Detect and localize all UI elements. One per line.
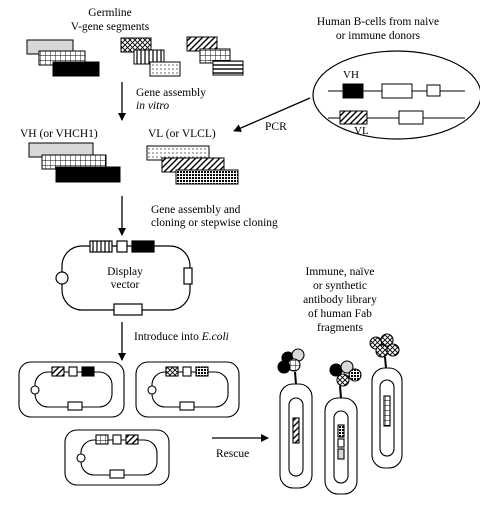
phage-particle-1	[277, 348, 313, 489]
pcr-label: PCR	[265, 121, 287, 133]
germline-segments-middle	[120, 37, 181, 77]
vl-gene-block	[339, 110, 368, 125]
germline-segments-right	[186, 36, 244, 76]
introduce-label: Introduce into E.coli	[134, 331, 229, 343]
germline-label-1: Germline	[88, 7, 131, 19]
library-label-5: fragments	[317, 322, 364, 334]
phage-particle-3	[369, 333, 403, 469]
library-label-4: of human Fab	[308, 308, 372, 320]
assembly-label-2: in vitro	[136, 100, 169, 112]
assembly-label-1: Gene assembly	[136, 87, 206, 99]
phage-particle-2	[324, 360, 362, 495]
vl-cell-label: VL	[354, 125, 369, 137]
library-label-1: Immune, naïve	[306, 266, 375, 278]
ecoli-cell-1	[18, 361, 125, 418]
vh-gene-block	[342, 83, 364, 99]
rescue-label: Rescue	[216, 448, 249, 460]
vl-heading: VL (or VLCL)	[148, 128, 216, 140]
vector-label-1: Display	[107, 266, 143, 278]
ecoli-cell-2	[135, 361, 240, 418]
display-vector	[55, 240, 193, 316]
ecoli-cell-3	[64, 429, 170, 486]
germline-segments-left	[26, 39, 100, 77]
library-label-2: or synthetic	[313, 280, 367, 292]
cloning-label-2: cloning or stepwise cloning	[151, 217, 278, 229]
human-bcells-label-2: or immune donors	[336, 30, 421, 42]
introduce-species: E.coli	[201, 331, 229, 343]
vh-cell-label: VH	[343, 69, 359, 81]
pcr-arrow	[233, 97, 311, 132]
bcell-ellipse	[312, 50, 480, 140]
vector-label-2: vector	[111, 279, 140, 291]
introduce-prefix: Introduce into	[134, 331, 202, 343]
cloning-label-1: Gene assembly and	[151, 204, 241, 216]
human-bcells-label-1: Human B-cells from naive	[317, 16, 439, 28]
library-label-3: antibody library	[303, 294, 377, 306]
vector-vl-insert	[89, 240, 113, 253]
vh-heading: VH (or VHCH1)	[20, 128, 98, 140]
vector-vh-insert	[131, 240, 155, 253]
vh-assembled-stack	[28, 142, 121, 183]
vl-assembled-stack	[146, 145, 239, 185]
germline-label-2: V-gene segments	[71, 21, 150, 33]
